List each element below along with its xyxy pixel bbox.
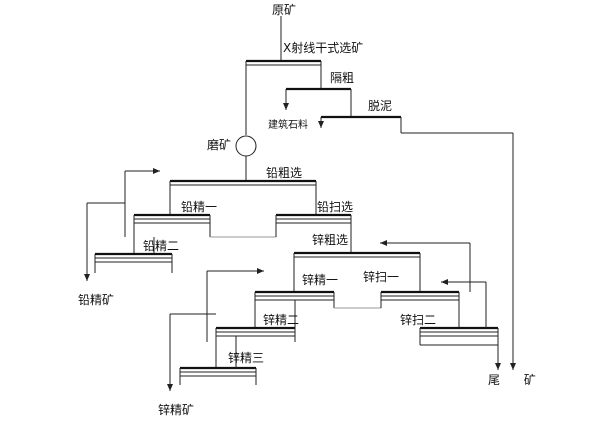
label-zinc-rougher: 锌粗选 — [312, 233, 348, 247]
label-lead-rougher: 铅粗选 — [266, 166, 302, 180]
label-rough-separation: 隔粗 — [330, 71, 354, 85]
xray-sorting-unit — [245, 59, 322, 135]
label-zinc-scavenger-2: 锌扫二 — [400, 313, 436, 327]
label-zinc-cleaner-2: 锌精二 — [263, 313, 299, 327]
zinc-cleaner-3-cell — [179, 336, 257, 385]
label-zinc-scavenger-1: 锌扫一 — [363, 270, 399, 284]
label-lead-concentrate: 铅精矿 — [78, 293, 114, 307]
label-desliming: 脱泥 — [368, 98, 392, 113]
label-grinding: 磨矿 — [207, 138, 231, 152]
label-zinc-cleaner-3: 锌精三 — [228, 351, 264, 365]
label-lead-cleaner-1: 铅精一 — [181, 200, 217, 214]
lead-rougher-cell — [169, 179, 317, 214]
zinc-scavenger-1-cell — [380, 290, 460, 327]
lead-scavenger-cell — [275, 213, 352, 237]
label-building-stone: 建筑石料 — [268, 118, 308, 131]
label-zinc-concentrate: 锌精矿 — [158, 403, 194, 417]
zinc-rougher-cell — [293, 251, 421, 292]
label-zinc-cleaner-1: 锌精一 — [302, 273, 338, 287]
zinc-cleaner-2-recycle — [206, 268, 264, 342]
lead-cleaner-2-cell — [94, 237, 173, 273]
zinc-scavenger-2-cell — [419, 326, 501, 370]
grinding-mill — [235, 135, 257, 180]
zinc-cleaner-2-cell — [215, 300, 296, 367]
label-lead-scavenger: 铅扫选 — [317, 200, 353, 214]
lead-concentrate-line — [84, 202, 125, 281]
zinc-scavenger-1-recycle — [380, 240, 471, 292]
label-lead-cleaner-2: 铅精二 — [143, 239, 179, 253]
label-xray-sorting: X射线干式选矿 — [283, 40, 363, 55]
label-raw-ore: 原矿 — [272, 3, 296, 17]
zinc-scavenger-2-recycle — [441, 279, 487, 328]
lead-cleaner-1-cell — [133, 213, 276, 253]
lead-scavenger-recycle — [124, 168, 160, 237]
rough-separation-unit — [283, 87, 352, 116]
label-tailings: 尾 矿 — [488, 373, 546, 387]
zinc-concentrate-line — [167, 313, 216, 391]
desliming-unit — [318, 115, 516, 370]
